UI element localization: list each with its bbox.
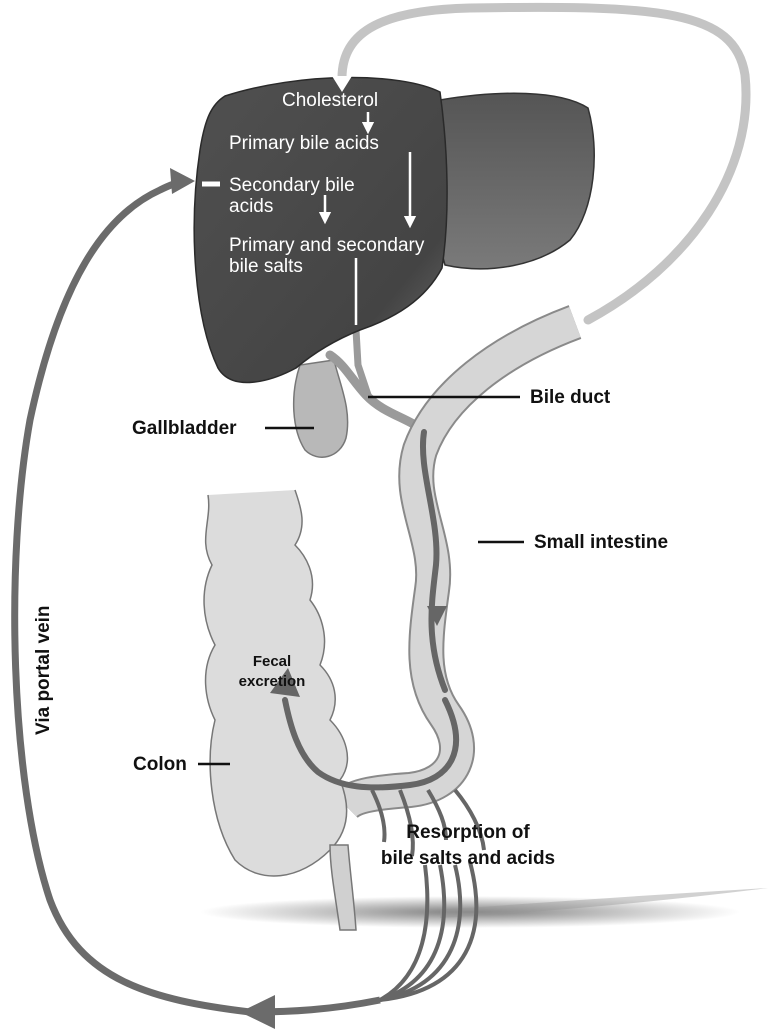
bile-salts-label-line1: Primary and secondary: [229, 235, 425, 256]
cholesterol-label: Cholesterol: [282, 90, 378, 111]
liver: [194, 77, 447, 382]
liver-right-lobe: [432, 93, 594, 269]
bile-duct-label: Bile duct: [530, 387, 611, 408]
secondary-bile-acids-label-line1: Secondary bile: [229, 175, 355, 196]
portal-vein-arrowhead-bottom: [240, 995, 275, 1029]
portal-vein-arrowhead-liver: [170, 168, 195, 194]
gallbladder: [294, 360, 348, 457]
fecal-excretion-label-line2: excretion: [239, 673, 306, 690]
secondary-bile-acids-label-line2: acids: [229, 196, 273, 217]
fecal-excretion-label-line1: Fecal: [253, 653, 291, 670]
small-intestine-label: Small intestine: [534, 532, 668, 553]
bile-salts-label-line2: bile salts: [229, 256, 303, 277]
portal-vein-label: Via portal vein: [33, 605, 54, 735]
resorption-label-line2: bile salts and acids: [381, 848, 555, 869]
resorption-label-line1: Resorption of: [406, 822, 530, 843]
gallbladder-label: Gallbladder: [132, 418, 237, 439]
colon-label: Colon: [133, 754, 187, 775]
resorption-return-lines: [380, 862, 476, 1000]
primary-bile-acids-label: Primary bile acids: [229, 133, 379, 154]
